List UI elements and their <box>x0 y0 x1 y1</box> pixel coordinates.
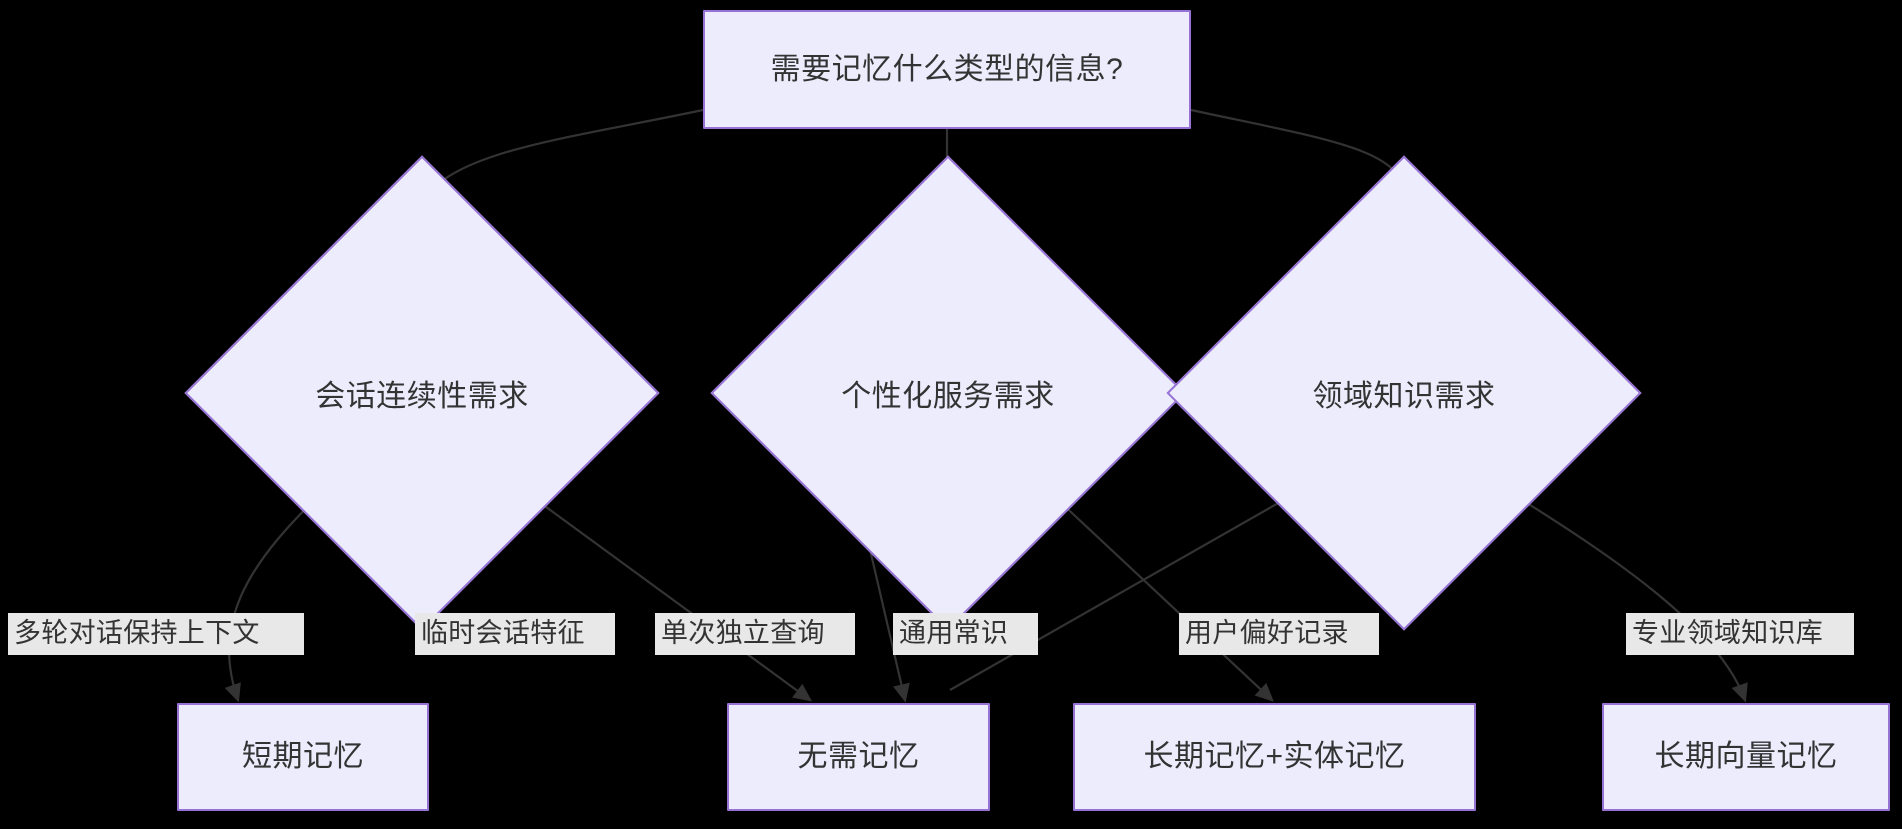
edge-root-to-d1 <box>420 108 704 203</box>
node-outcome-long-term-entity-memory[interactable]: 长期记忆+实体记忆 <box>1073 703 1476 811</box>
edge-label-common-sense: 通用常识 <box>893 613 1038 655</box>
node-decision-personalization[interactable]: 个性化服务需求 <box>710 155 1186 631</box>
edge-label-single-query: 单次独立查询 <box>655 613 855 655</box>
node-decision-session-continuity[interactable]: 会话连续性需求 <box>184 155 660 631</box>
node-decision-personalization-label: 个性化服务需求 <box>841 380 1055 413</box>
edge-label-professional-knowledge: 专业领域知识库 <box>1626 613 1854 655</box>
node-decision-domain-knowledge-label: 领域知识需求 <box>1312 380 1496 413</box>
node-outcome-long-term-vector-memory[interactable]: 长期向量记忆 <box>1602 703 1890 811</box>
node-root-question[interactable]: 需要记忆什么类型的信息? <box>703 10 1191 129</box>
edge-label-temporary-session: 临时会话特征 <box>415 613 615 655</box>
node-decision-domain-knowledge[interactable]: 领域知识需求 <box>1166 155 1642 631</box>
edge-label-user-preference: 用户偏好记录 <box>1179 613 1379 655</box>
edge-label-multi-turn-context: 多轮对话保持上下文 <box>8 613 304 655</box>
node-decision-session-continuity-label: 会话连续性需求 <box>315 380 529 413</box>
node-outcome-short-term-memory[interactable]: 短期记忆 <box>177 703 429 811</box>
node-outcome-no-memory[interactable]: 无需记忆 <box>727 703 990 811</box>
